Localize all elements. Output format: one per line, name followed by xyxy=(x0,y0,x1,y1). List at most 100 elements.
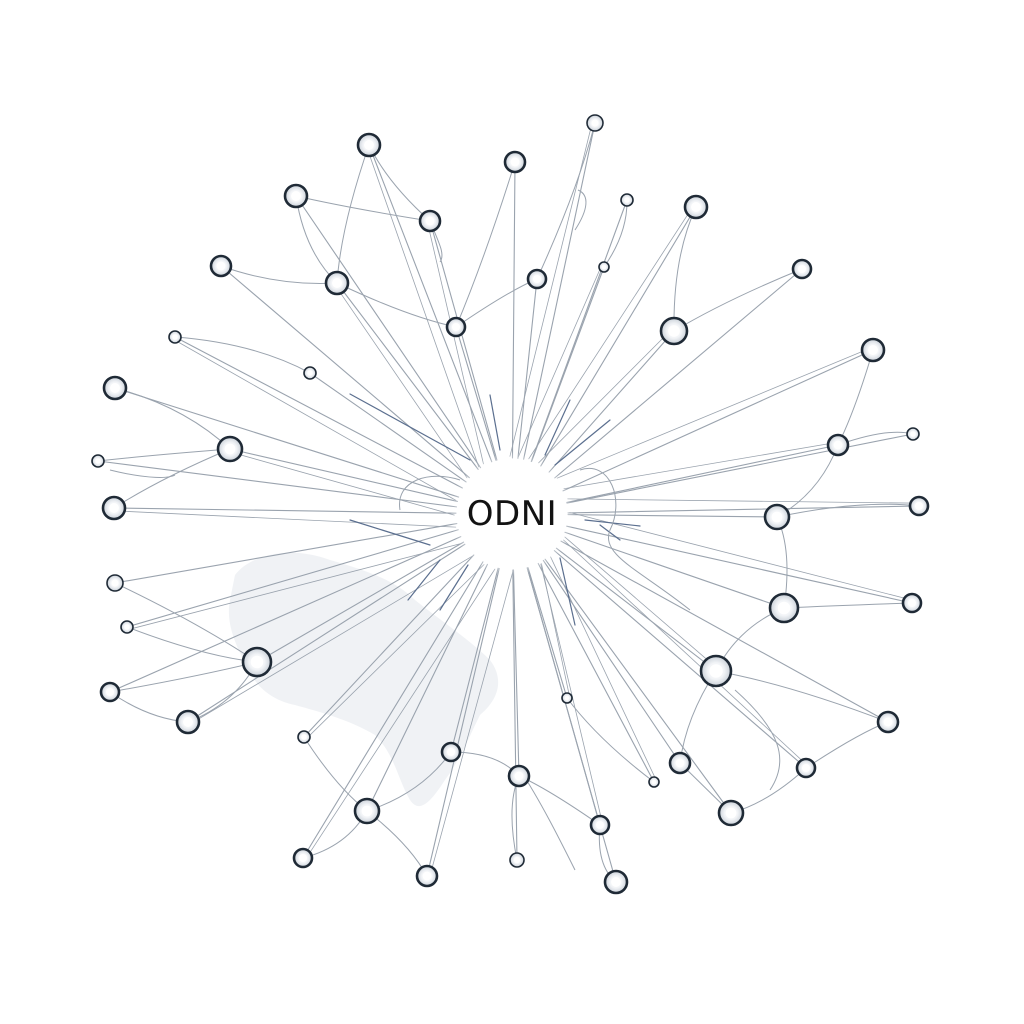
network-node xyxy=(620,193,634,207)
wander-curve xyxy=(734,689,781,791)
network-node xyxy=(292,847,314,869)
link-line xyxy=(837,431,914,446)
network-node xyxy=(168,330,182,344)
network-node xyxy=(353,797,381,825)
spoke-line xyxy=(426,221,484,465)
spoke-line xyxy=(542,559,681,764)
network-node xyxy=(659,316,689,346)
spoke-line xyxy=(567,498,920,504)
network-node xyxy=(445,316,467,338)
spoke-line xyxy=(563,441,838,490)
network-node xyxy=(598,261,610,273)
spoke-line xyxy=(555,547,717,672)
network-node xyxy=(561,692,573,704)
link-line xyxy=(566,697,655,783)
network-node xyxy=(283,183,309,209)
spoke-line xyxy=(530,199,628,462)
accent-line xyxy=(489,394,501,451)
spoke-line xyxy=(229,448,458,502)
accent-line xyxy=(349,519,431,546)
spoke-line xyxy=(530,266,605,463)
link-line xyxy=(673,268,803,332)
spoke-line xyxy=(550,556,657,782)
link-line xyxy=(336,144,370,284)
link-line xyxy=(114,582,258,663)
spoke-line xyxy=(569,512,914,601)
spoke-line xyxy=(566,444,839,503)
spoke-line xyxy=(305,564,485,740)
network-node xyxy=(901,592,923,614)
wander-curve xyxy=(109,469,176,478)
accent-line xyxy=(599,524,621,541)
spoke-line xyxy=(564,536,719,670)
network-node xyxy=(906,427,920,441)
link-line xyxy=(536,122,596,280)
wander-curve xyxy=(399,475,461,511)
network-node xyxy=(526,268,548,290)
spoke-line xyxy=(109,536,462,693)
network-node xyxy=(826,433,850,457)
spoke-line xyxy=(114,523,458,584)
spoke-line xyxy=(556,347,873,479)
network-node xyxy=(175,709,201,735)
link-line xyxy=(97,448,231,462)
accent-line xyxy=(407,559,441,601)
spoke-line xyxy=(528,205,694,460)
spoke-line xyxy=(527,567,568,699)
link-line xyxy=(837,349,874,446)
spoke-line xyxy=(228,451,455,516)
spoke-line xyxy=(563,539,809,767)
spoke-line xyxy=(309,372,467,483)
spoke-line xyxy=(511,161,516,459)
network-node xyxy=(324,270,350,296)
network-node xyxy=(668,751,692,775)
network-node xyxy=(860,337,886,363)
link-line xyxy=(455,161,516,328)
spoke-line xyxy=(450,567,499,753)
network-node xyxy=(101,495,127,521)
spoke-line xyxy=(366,563,488,812)
spoke-line xyxy=(173,339,457,501)
network-node xyxy=(303,366,317,380)
link-line xyxy=(303,736,368,812)
network-node xyxy=(106,574,124,592)
hub-label: ODNI xyxy=(466,494,558,534)
link-line xyxy=(368,144,431,222)
spoke-line xyxy=(256,541,465,663)
accent-line xyxy=(554,419,611,466)
spoke-line xyxy=(564,531,785,609)
network-node xyxy=(102,375,128,401)
link-line xyxy=(673,206,697,332)
spoke-line xyxy=(554,268,803,479)
spoke-line xyxy=(220,265,470,479)
wander-curve xyxy=(579,467,691,611)
spoke-line xyxy=(336,282,479,470)
spoke-line xyxy=(567,514,778,518)
link-line xyxy=(220,265,338,284)
spoke-line xyxy=(97,460,458,508)
link-line xyxy=(455,278,538,328)
spoke-line xyxy=(114,387,460,498)
network-node xyxy=(509,852,525,868)
link-line xyxy=(109,661,258,693)
spoke-line xyxy=(512,569,518,861)
node-group xyxy=(91,114,930,895)
network-node xyxy=(589,814,611,836)
spoke-line xyxy=(113,507,457,514)
spoke-line xyxy=(127,542,463,631)
spoke-line xyxy=(113,510,457,528)
spoke-line xyxy=(548,330,675,473)
network-node xyxy=(876,710,900,734)
wander-curve xyxy=(519,769,576,871)
network-node xyxy=(683,194,709,220)
link-line xyxy=(715,670,889,723)
spoke-line xyxy=(512,569,520,777)
link-line xyxy=(295,195,431,222)
spoke-line xyxy=(455,326,497,461)
spoke-line xyxy=(295,195,482,469)
network-node xyxy=(241,646,273,678)
hub-disc xyxy=(450,452,574,576)
spoke-line xyxy=(553,550,807,769)
